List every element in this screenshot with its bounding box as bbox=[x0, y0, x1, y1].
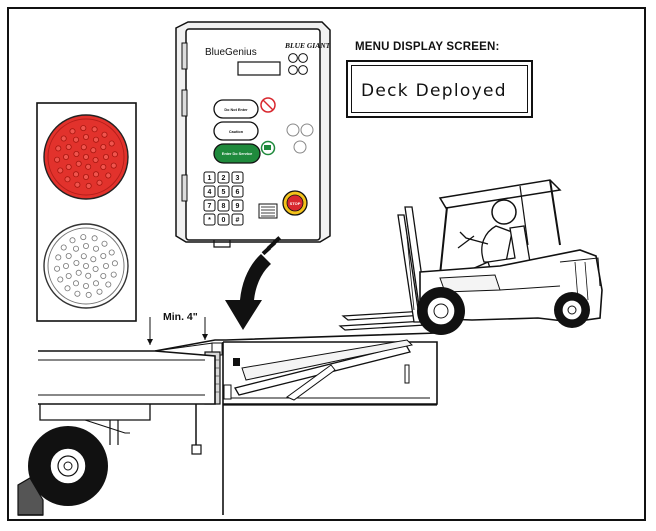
led-dot bbox=[61, 245, 66, 250]
keypad-key-label: 1 bbox=[208, 175, 212, 182]
keypad-key-label: 6 bbox=[236, 189, 240, 196]
keypad-key-label: 8 bbox=[222, 203, 226, 210]
led-dot bbox=[66, 253, 71, 258]
led-dot bbox=[93, 172, 98, 177]
led-dot bbox=[81, 254, 86, 259]
led-dot bbox=[83, 283, 88, 288]
led-dot bbox=[70, 129, 75, 134]
led-dot bbox=[61, 136, 66, 141]
keypad-key-label: 9 bbox=[236, 203, 240, 210]
led-dot bbox=[106, 282, 111, 287]
led-dot bbox=[103, 154, 108, 159]
keypad-key-label: 7 bbox=[208, 203, 212, 210]
led-dot bbox=[58, 277, 63, 282]
trailer bbox=[18, 351, 215, 515]
led-dot bbox=[112, 261, 117, 266]
led-dot bbox=[97, 180, 102, 185]
led-dot bbox=[93, 137, 98, 142]
keypad-key-label: * bbox=[208, 217, 211, 224]
led-dot bbox=[111, 163, 116, 168]
led-dot bbox=[86, 273, 91, 278]
led-dot bbox=[65, 177, 70, 182]
keypad-key-label: 4 bbox=[208, 189, 212, 196]
enter-label: Enter Do Service bbox=[222, 152, 252, 156]
led-dot bbox=[103, 263, 108, 268]
led-dot bbox=[74, 260, 79, 265]
keypad-key-label: # bbox=[236, 217, 240, 224]
led-dot bbox=[92, 236, 97, 241]
do-not-enter-label: Do Not Enter bbox=[224, 108, 248, 112]
led-dot bbox=[73, 246, 78, 251]
led-dot bbox=[101, 253, 106, 258]
keypad-key-label: 0 bbox=[222, 217, 226, 224]
led-dot bbox=[76, 270, 81, 275]
led-dot bbox=[91, 257, 96, 262]
stop-label: STOP bbox=[290, 201, 301, 206]
led-dot bbox=[112, 152, 117, 157]
led-dot bbox=[101, 164, 106, 169]
led-dot bbox=[93, 281, 98, 286]
led-dot bbox=[55, 157, 60, 162]
deploy-arrow-icon bbox=[225, 236, 281, 330]
traffic-light bbox=[37, 103, 136, 321]
led-dot bbox=[73, 137, 78, 142]
led-dot bbox=[73, 172, 78, 177]
led-dot bbox=[66, 273, 71, 278]
led-dot bbox=[76, 161, 81, 166]
led-dot bbox=[75, 182, 80, 187]
led-dot bbox=[73, 281, 78, 286]
led-dot bbox=[101, 144, 106, 149]
led-dot bbox=[81, 235, 86, 240]
min-clearance-label: Min. 4" bbox=[163, 311, 198, 323]
led-dot bbox=[109, 250, 114, 255]
led-dot bbox=[93, 246, 98, 251]
keypad-key-label: 5 bbox=[222, 189, 226, 196]
led-dot bbox=[101, 273, 106, 278]
led-dot bbox=[58, 168, 63, 173]
led-dot bbox=[97, 289, 102, 294]
led-dot bbox=[102, 132, 107, 137]
led-dot bbox=[86, 183, 91, 188]
led-dot bbox=[83, 263, 88, 268]
led-dot bbox=[66, 144, 71, 149]
led-dot bbox=[111, 272, 116, 277]
led-dot bbox=[83, 174, 88, 179]
led-dot bbox=[55, 266, 60, 271]
vent-grille bbox=[259, 204, 277, 218]
led-dot bbox=[66, 164, 71, 169]
led-dot bbox=[86, 292, 91, 297]
driver-head bbox=[492, 200, 516, 224]
forklift-icon bbox=[340, 180, 602, 335]
keypad-key-label: 2 bbox=[222, 175, 226, 182]
caution-label: Caution bbox=[229, 130, 244, 134]
led-dot bbox=[92, 127, 97, 132]
led-dot bbox=[63, 263, 68, 268]
led-dot bbox=[106, 173, 111, 178]
led-dot bbox=[86, 164, 91, 169]
led-dot bbox=[75, 291, 80, 296]
led-dot bbox=[102, 241, 107, 246]
led-dot bbox=[70, 238, 75, 243]
led-dot bbox=[83, 243, 88, 248]
brand-left-text: BlueGenius bbox=[205, 47, 257, 58]
led-dot bbox=[81, 145, 86, 150]
led-dot bbox=[93, 157, 98, 162]
controller-lcd bbox=[238, 62, 280, 75]
led-dot bbox=[109, 141, 114, 146]
led-dot bbox=[56, 255, 61, 260]
led-dot bbox=[83, 154, 88, 159]
led-dot bbox=[91, 148, 96, 153]
led-dot bbox=[83, 134, 88, 139]
led-dot bbox=[65, 286, 70, 291]
led-dot bbox=[81, 126, 86, 131]
led-dot bbox=[74, 151, 79, 156]
led-dot bbox=[93, 266, 98, 271]
led-dot bbox=[63, 154, 68, 159]
keypad-key-label: 3 bbox=[236, 175, 240, 182]
brand-right-text: BLUE GIANT bbox=[284, 41, 331, 50]
led-dot bbox=[56, 146, 61, 151]
